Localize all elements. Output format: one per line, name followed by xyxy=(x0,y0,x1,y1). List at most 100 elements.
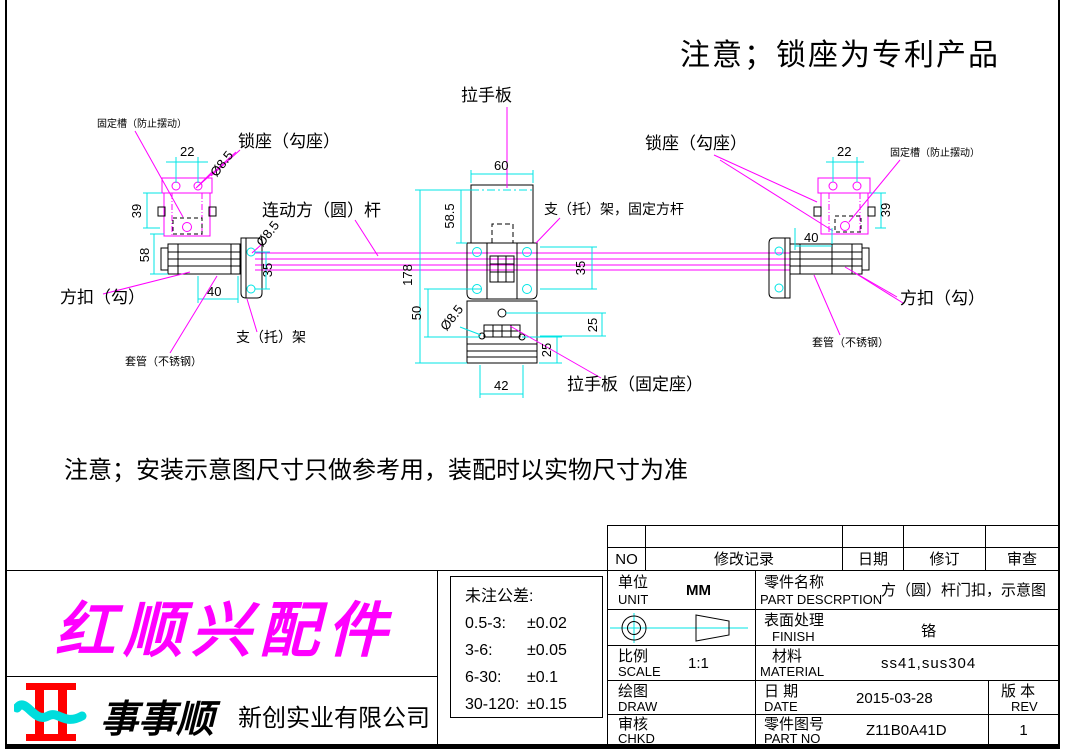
revision-col-record: 修改记录 xyxy=(645,547,843,571)
date-cell: 日 期 DATE 2015-03-28 xyxy=(755,680,989,715)
date-value: 2015-03-28 xyxy=(856,690,933,707)
revision-cell-empty xyxy=(607,525,646,548)
label-bracket-center: 支（托）架，固定方杆 xyxy=(544,201,684,217)
draw-label: 绘图 xyxy=(618,683,649,700)
projection-symbol-icon xyxy=(610,613,748,643)
unit-label: 单位 xyxy=(618,574,649,591)
revision-col-date: 日期 xyxy=(842,547,904,571)
dim-left-pitch: 22 xyxy=(180,144,194,159)
logo-tolerance-divider xyxy=(437,570,438,744)
revision-col-revise: 修订 xyxy=(903,547,986,571)
bottom-section-top-line xyxy=(5,570,608,571)
finish-label: 表面处理 xyxy=(764,612,825,629)
left-sleeve-hook xyxy=(160,243,241,275)
date-label: 日 期 xyxy=(764,683,799,700)
revision-col-no: NO xyxy=(607,547,646,571)
finish-cell: 表面处理 FINISH 铬 xyxy=(755,609,1059,646)
company-name: 新创实业有限公司 xyxy=(238,705,430,732)
dim-center-offset-a: 25 xyxy=(585,318,600,332)
dim-left-bracket-height: 35 xyxy=(260,263,275,277)
tolerance-range: 3-6: xyxy=(465,642,493,659)
left-dimension-lines xyxy=(143,157,270,303)
scale-value: 1:1 xyxy=(688,655,709,672)
left-leader-lines xyxy=(102,130,379,354)
part-no-label: 零件图号 xyxy=(764,716,825,733)
center-handle-plate xyxy=(470,184,534,244)
tolerance-value: ±0.05 xyxy=(527,642,567,659)
logo-rows-divider xyxy=(5,676,438,677)
right-leader-lines xyxy=(813,159,904,336)
label-bracket-left: 支（托）架 xyxy=(236,329,306,345)
draw-label-en: DRAW xyxy=(618,699,658,714)
tolerance-range: 30-120: xyxy=(465,696,520,713)
dim-left-sleeve-length: 40 xyxy=(207,284,221,299)
dim-center-dia: Ø8.5 xyxy=(437,302,466,333)
center-bracket xyxy=(466,242,538,300)
brand-name: 红顺兴配件 xyxy=(55,598,395,664)
material-label: 材料 xyxy=(772,648,803,665)
linkage-rod-lines xyxy=(255,252,790,271)
cad-drawing: 22 Ø8.5 39 58 Ø8.5 35 40 固定槽（防止摆动） 锁座（勾座… xyxy=(60,86,985,398)
dim-center-plate-width: 60 xyxy=(494,158,508,173)
frame-right xyxy=(1058,0,1060,749)
dim-left-dia-top: Ø8.5 xyxy=(207,148,236,179)
material-cell: 材料 MATERIAL ss41,sus304 xyxy=(755,645,1059,681)
scale-label: 比例 xyxy=(618,648,649,665)
tolerance-box: 未注公差: 0.5-3:±0.02 3-6:±0.05 6-30:±0.1 30… xyxy=(450,576,603,718)
dim-left-dia-rod: Ø8.5 xyxy=(253,218,282,249)
part-desc-value: 方（圆）杆门扣，示意图 xyxy=(881,582,1047,599)
dim-center-plate-height: 58.5 xyxy=(442,203,457,228)
rev-cell: 版 本 REV xyxy=(988,680,1059,715)
dim-center-base-width: 42 xyxy=(494,378,508,393)
frame-left xyxy=(5,0,7,749)
part-no-value: Z11B0A41D xyxy=(866,722,947,739)
rev-value-cell: 1 xyxy=(988,714,1059,745)
dim-right-seat-height: 39 xyxy=(878,203,893,217)
dim-center-bracket-height: 35 xyxy=(573,261,588,275)
label-square-hook-left: 方扣（勾） xyxy=(60,288,145,307)
label-square-hook-right: 方扣（勾） xyxy=(900,289,985,308)
tolerance-row: 0.5-3:±0.02 xyxy=(465,610,602,637)
tolerance-value: ±0.02 xyxy=(527,615,567,632)
part-desc-cell: 零件名称 PART DESCRPTION 方（圆）杆门扣，示意图 xyxy=(755,570,1059,610)
dim-left-seat-height: 39 xyxy=(129,204,144,218)
right-lock-seat xyxy=(813,177,876,235)
left-lock-seat xyxy=(157,177,217,237)
tolerance-value: ±0.1 xyxy=(527,669,559,686)
scale-label-en: SCALE xyxy=(618,664,661,679)
tolerance-row: 30-120: ±0.15 xyxy=(465,691,602,718)
label-sleeve-right: 套管（不锈钢） xyxy=(812,335,889,349)
label-fixing-slot-right: 固定槽（防止摆动） xyxy=(890,146,980,159)
dim-center-overall-height: 178 xyxy=(400,264,415,286)
rev-label: 版 本 xyxy=(1001,683,1036,700)
logo-cyan-swoosh xyxy=(14,700,87,724)
assembly-note: 注意；安装示意图尺寸只做参考用，装配时以实物尺寸为准 xyxy=(64,458,688,484)
material-value: ss41,sus304 xyxy=(881,655,977,672)
chkd-cell: 审核 CHKD xyxy=(607,714,756,746)
part-desc-label-en: PART DESCRPTION xyxy=(760,592,883,607)
label-fixing-slot-left: 固定槽（防止摆动） xyxy=(97,117,187,130)
part-no-cell: 零件图号 PART NO Z11B0A41D xyxy=(755,714,989,746)
scale-cell: 比例 SCALE 1:1 xyxy=(607,645,756,681)
material-label-en: MATERIAL xyxy=(760,664,825,679)
revision-cell-empty xyxy=(842,525,904,548)
part-no-label-en: PART NO xyxy=(764,731,821,746)
part-desc-label: 零件名称 xyxy=(764,574,825,591)
label-lock-seat-left: 锁座（勾座） xyxy=(238,132,340,151)
label-handle-plate-base: 拉手板（固定座） xyxy=(567,375,703,394)
dim-left-assembly-height: 58 xyxy=(137,248,152,262)
finish-label-en: FINISH xyxy=(772,629,815,644)
rev-label-en: REV xyxy=(1011,699,1038,714)
revision-col-check: 审查 xyxy=(985,547,1059,571)
label-linkage-rod: 连动方（圆）杆 xyxy=(262,201,381,220)
tolerance-value: ±0.15 xyxy=(527,696,567,713)
unit-label-en: UNIT xyxy=(618,592,649,607)
tolerance-range: 6-30: xyxy=(465,669,502,686)
patent-note: 注意；锁座为专利产品 xyxy=(680,39,1000,72)
right-bracket xyxy=(768,237,791,299)
dim-right-pitch: 22 xyxy=(837,144,851,159)
unit-value: MM xyxy=(686,582,711,599)
label-handle-plate: 拉手板 xyxy=(461,86,512,105)
tolerance-row: 3-6: ±0.05 xyxy=(465,637,602,664)
finish-value: 铬 xyxy=(921,623,937,640)
